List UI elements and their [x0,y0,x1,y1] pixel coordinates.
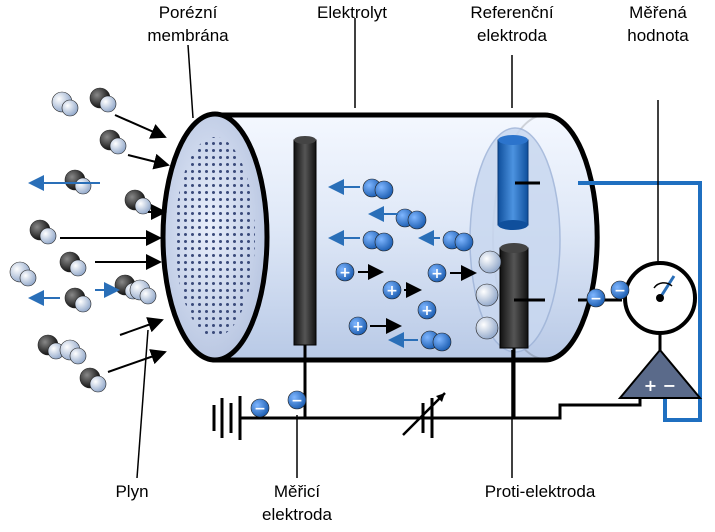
negative-ion [287,390,307,410]
counter-electrode-rod [499,243,529,349]
gas-molecule-atom [69,259,87,277]
label-measured-value-1: Měřená [629,3,687,22]
positive-ion-sign: + [352,319,364,335]
amplifier-signs: + − [644,376,676,395]
label-measuring-electrode-1: Měřicí [274,482,321,501]
reference-electrode-rod [497,135,529,230]
gas-molecule-atom [69,347,87,365]
particles: +++++−−−− [9,87,630,418]
black-arrow [107,349,167,373]
negative-ion [610,280,630,300]
positive-ion-sign: + [386,283,398,299]
negative-ion-sign: − [291,393,303,409]
flow-arrows [28,114,477,373]
gas-molecule-atom [74,295,92,313]
meter [623,261,697,335]
gas-molecule-atom [99,95,117,113]
label-porous-membrane-2: membrána [147,26,229,45]
electrolyte-molecule [432,332,452,352]
counter-electrode-atom [475,283,499,307]
electrolyte-molecule [454,232,474,252]
measuring-electrode-rod [293,136,317,346]
negative-ion-sign: − [254,401,266,417]
wiring [212,181,702,440]
positive-ion [348,316,368,336]
gas-molecule-atom [39,227,57,245]
amplifier: + − [617,348,703,399]
gas-molecule-atom [109,137,127,155]
label-reference-electrode-1: Referenční [470,3,553,22]
label-measuring-electrode-2: elektroda [262,505,332,524]
labels: Porézní membrána Elektrolyt Referenční e… [115,3,689,524]
label-gas: Plyn [115,482,148,501]
gas-molecule-atom [19,269,37,287]
meter-needle [658,275,676,299]
label-porous-membrane-1: Porézní [159,3,218,22]
leader-lines [136,18,659,479]
positive-ion [427,263,447,283]
black-arrow [127,153,170,170]
electrolyte-molecule [374,232,394,252]
porous-membrane [175,137,255,337]
label-measured-value-2: hodnota [627,26,689,45]
negative-ion [586,288,606,308]
gas-molecule-atom [89,375,107,393]
positive-ion [335,262,355,282]
gas-molecule-atom [139,287,157,305]
positive-ion [417,300,437,320]
electrolyte-molecule [374,180,394,200]
negative-ion-sign: − [614,283,626,299]
label-reference-electrode-2: elektroda [477,26,547,45]
negative-ion [250,398,270,418]
counter-electrode-atom [475,316,499,340]
negative-ion-sign: − [590,291,602,307]
positive-ion-sign: + [339,265,351,281]
label-counter-electrode: Proti-elektroda [485,482,596,501]
black-arrow [119,317,164,336]
gas-molecule-atom [61,99,79,117]
gas-molecule-atom [74,177,92,195]
black-arrow [114,114,167,139]
positive-ion-sign: + [431,266,443,282]
positive-ion [382,280,402,300]
electrolyte-molecule [407,210,427,230]
positive-ion-sign: + [421,303,433,319]
label-electrolyte: Elektrolyt [317,3,387,22]
counter-electrode-atom [478,250,502,274]
